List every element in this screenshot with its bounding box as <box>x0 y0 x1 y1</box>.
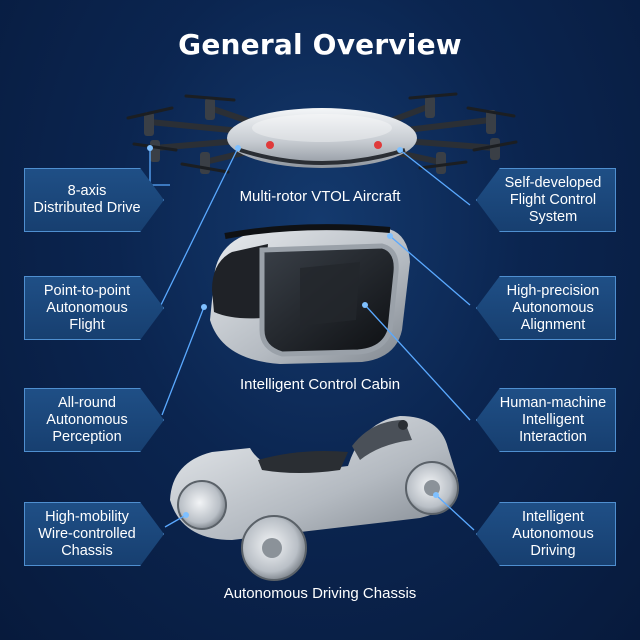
connector-lines <box>149 147 475 531</box>
chassis-label: Autonomous Driving Chassis <box>223 585 417 602</box>
feature-flight-control-system: Self-developed Flight Control System <box>476 168 616 232</box>
feature-autonomous-driving: Intelligent Autonomous Driving <box>476 502 616 566</box>
feature-autonomous-perception: All-round Autonomous Perception <box>24 388 164 452</box>
feature-wire-controlled-chassis: High-mobility Wire-controlled Chassis <box>24 502 164 566</box>
aircraft-label: Multi-rotor VTOL Aircraft <box>239 188 401 205</box>
connector-dots <box>147 145 439 518</box>
feature-distributed-drive: 8-axis Distributed Drive <box>24 168 164 232</box>
feature-autonomous-alignment: High-precision Autonomous Alignment <box>476 276 616 340</box>
feature-autonomous-flight: Point-to-point Autonomous Flight <box>24 276 164 340</box>
vtol-aircraft-illustration <box>126 92 518 174</box>
driving-chassis-illustration <box>170 416 459 581</box>
cabin-label: Intelligent Control Cabin <box>239 376 401 393</box>
feature-intelligent-interaction: Human-machine Intelligent Interaction <box>476 388 616 452</box>
page-title: General Overview <box>178 28 462 61</box>
control-cabin-illustration <box>210 224 410 364</box>
